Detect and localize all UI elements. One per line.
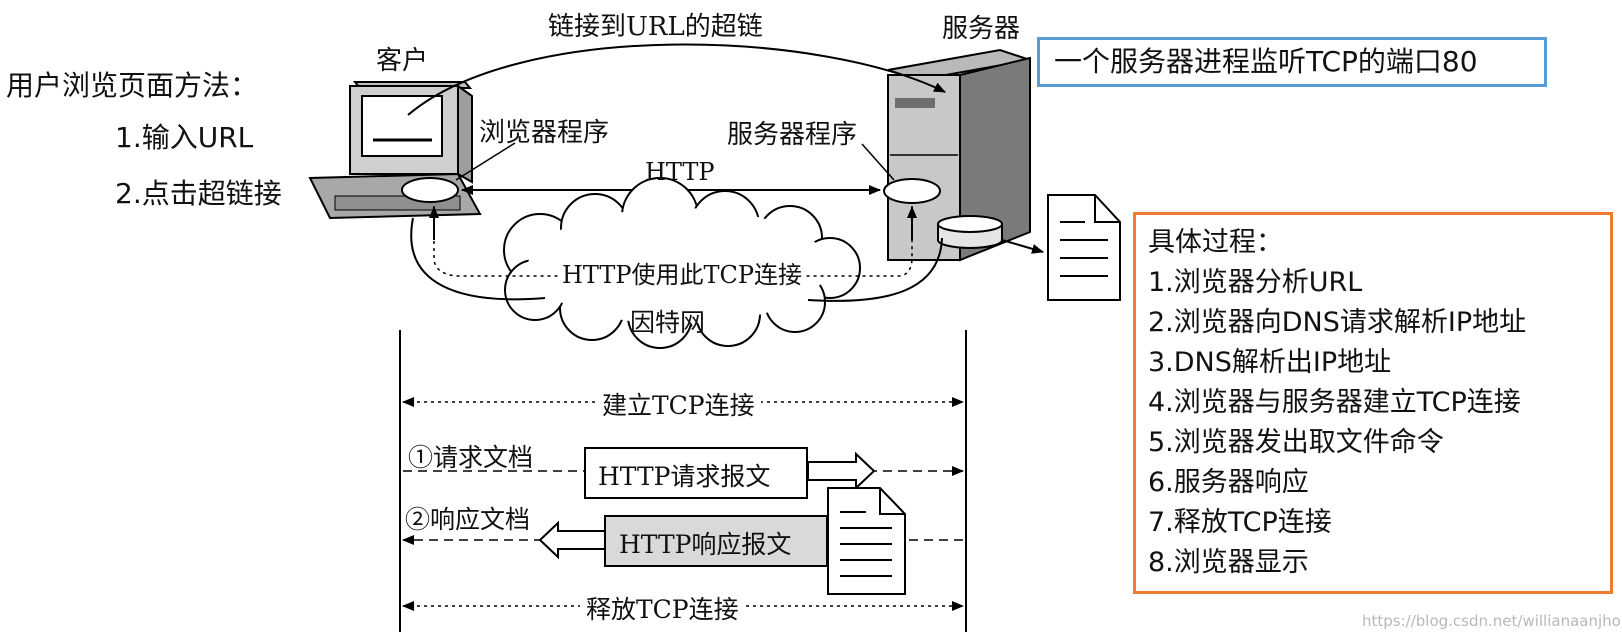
method-click-hyperlink: 2.点击超链接 xyxy=(115,177,282,210)
server-label: 服务器 xyxy=(942,14,1021,44)
process-box: 具体过程： 1.浏览器分析URL 2.浏览器向DNS请求解析IP地址 3.DNS… xyxy=(1133,212,1613,594)
internet-label: 因特网 xyxy=(630,308,706,337)
server-icon xyxy=(883,48,1031,262)
request-doc-label: ①请求文档 xyxy=(408,443,534,472)
http-response-label: HTTP响应报文 xyxy=(619,530,792,559)
process-step: 7.释放TCP连接 xyxy=(1148,507,1332,538)
process-step: 3.DNS解析出IP地址 xyxy=(1148,347,1392,378)
response-doc-label: ②响应文档 xyxy=(405,505,531,534)
client-computer-icon xyxy=(308,81,482,220)
process-step: 2.浏览器向DNS请求解析IP地址 xyxy=(1148,307,1527,338)
http-request-label: HTTP请求报文 xyxy=(598,462,771,491)
process-step: 4.浏览器与服务器建立TCP连接 xyxy=(1148,387,1521,418)
process-step: 8.浏览器显示 xyxy=(1148,547,1309,578)
server-program-label: 服务器程序 xyxy=(727,120,858,150)
server-note-text: 一个服务器进程监听TCP的端口80 xyxy=(1054,45,1478,78)
response-document-icon xyxy=(827,487,906,595)
browser-program-label: 浏览器程序 xyxy=(479,118,610,148)
client-label: 客户 xyxy=(376,46,429,76)
user-methods-title: 用户浏览页面方法： xyxy=(6,69,259,102)
process-step: 5.浏览器发出取文件命令 xyxy=(1148,427,1444,458)
release-tcp-label: 释放TCP连接 xyxy=(580,590,745,626)
establish-tcp-label: 建立TCP连接 xyxy=(596,386,761,422)
method-input-url: 1.输入URL xyxy=(115,121,254,154)
server-note-box: 一个服务器进程监听TCP的端口80 xyxy=(1037,37,1547,87)
http-label: HTTP xyxy=(645,158,715,186)
process-title: 具体过程： xyxy=(1148,227,1283,258)
process-step: 1.浏览器分析URL xyxy=(1148,267,1363,298)
document-icon xyxy=(1047,194,1121,301)
watermark: https://blog.csdn.net/willianaanjhon xyxy=(1362,612,1622,630)
process-step: 6.服务器响应 xyxy=(1148,467,1309,498)
hyperlink-label: 链接到URL的超链 xyxy=(548,12,763,42)
http-uses-tcp-label: HTTP使用此TCP连接 xyxy=(560,255,805,290)
